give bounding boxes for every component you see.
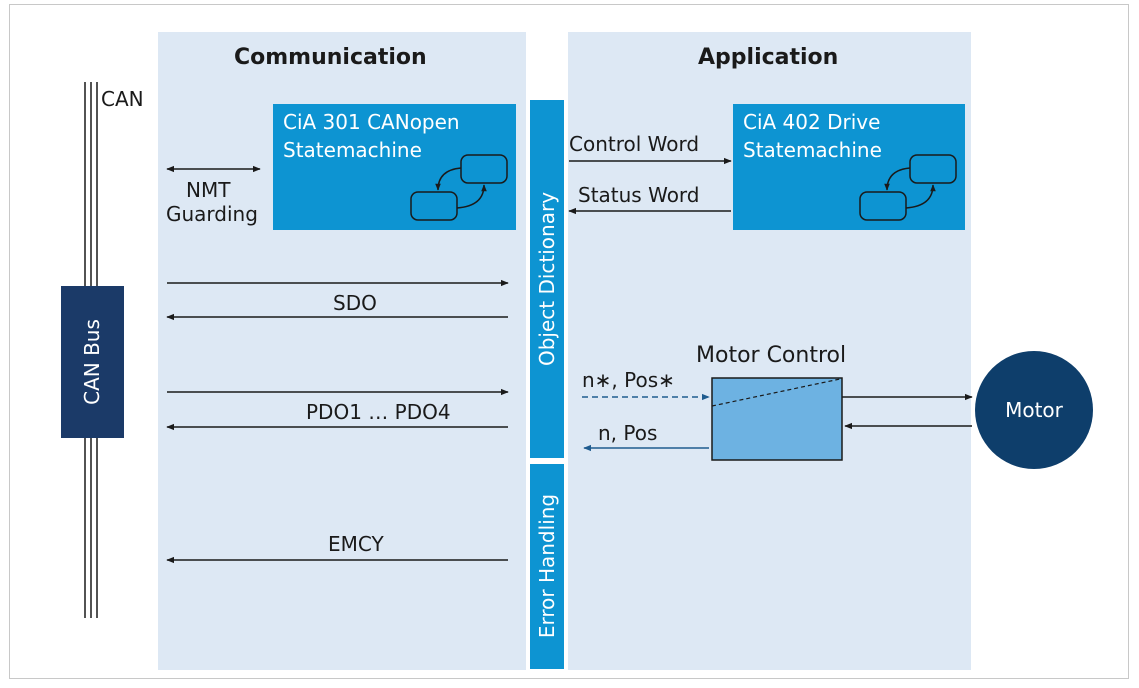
feedback-label: n, Pos [598, 421, 658, 445]
control-word-label: Control Word [569, 132, 700, 156]
motor-circle: Motor [975, 351, 1093, 469]
pdo-label: PDO1 … PDO4 [306, 400, 451, 424]
drive-box-line-2: Statemachine [743, 138, 882, 162]
drive-box-line-1: CiA 402 Drive [743, 110, 881, 134]
guarding-label: Guarding [166, 202, 258, 226]
communication-heading: Communication [234, 45, 427, 70]
can-bus-lines [84, 82, 98, 618]
can-bus-block: CAN Bus [61, 286, 124, 438]
motor-control-block [711, 377, 843, 461]
drive-statemachine-box: CiA 402 Drive Statemachine [733, 104, 965, 230]
object-dictionary-bar: Object Dictionary [530, 100, 564, 458]
canopen-box-line-2: Statemachine [283, 138, 422, 162]
sdo-label: SDO [333, 291, 377, 315]
can-label: CAN [101, 87, 144, 111]
diagram-frame [9, 4, 1129, 679]
motor-label: Motor [1005, 398, 1063, 422]
status-word-label: Status Word [578, 183, 700, 207]
canopen-box-line-1: CiA 301 CANopen [283, 110, 460, 134]
nmt-label: NMT [186, 178, 231, 202]
motor-control-title: Motor Control [696, 343, 847, 368]
application-heading: Application [698, 45, 839, 70]
canopen-statemachine-box: CiA 301 CANopen Statemachine [273, 104, 516, 230]
emcy-label: EMCY [328, 532, 384, 556]
setpoint-label: n∗, Pos∗ [582, 368, 675, 392]
canopen-state-icon [410, 154, 508, 221]
motor-control-ramp [711, 378, 841, 407]
drive-state-icon [859, 154, 957, 221]
error-handling-bar: Error Handling [530, 464, 564, 669]
